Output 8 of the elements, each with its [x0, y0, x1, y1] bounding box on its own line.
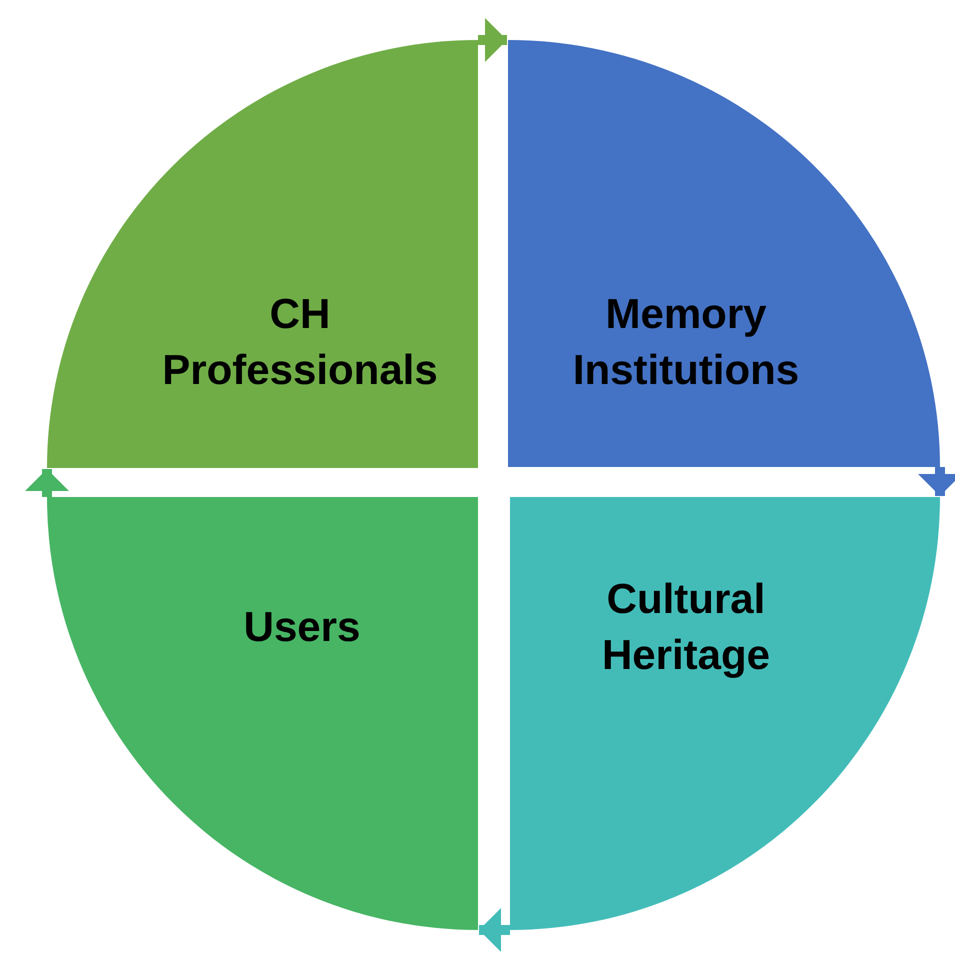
segment-label: Cultural Heritage [600, 574, 772, 680]
arrow [25, 469, 69, 497]
arrow [479, 908, 510, 952]
segment-label: CH Professionals [161, 289, 439, 395]
segment-label: Memory Institutions [572, 289, 800, 395]
arrow [478, 18, 507, 62]
arrow [918, 467, 955, 496]
segment-label: Users [242, 602, 362, 652]
